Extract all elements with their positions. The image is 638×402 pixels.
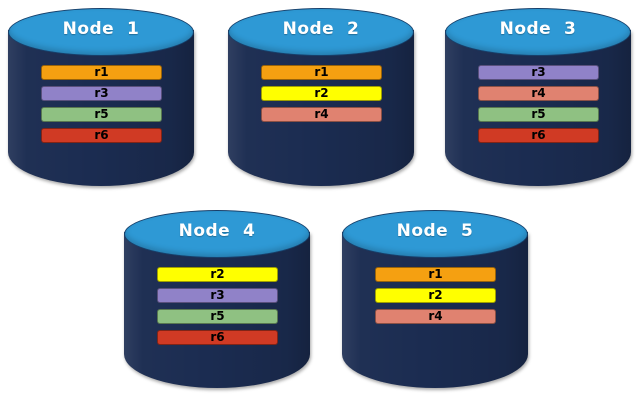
node-title: Node 1	[62, 19, 140, 39]
node-title: Node 5	[396, 221, 474, 241]
replica-bar[interactable]: r6	[157, 330, 278, 345]
database-node-cylinder[interactable]: Node 4 r2 r3 r5 r6	[124, 210, 310, 388]
database-node-cylinder[interactable]: Node 5 r1 r2 r4	[342, 210, 528, 388]
replica-bar[interactable]: r1	[261, 65, 382, 80]
replica-bar[interactable]: r5	[478, 107, 599, 122]
replica-bar[interactable]: r1	[41, 65, 162, 80]
replica-bar[interactable]: r5	[157, 309, 278, 324]
replica-list: r3 r4 r5 r6	[478, 65, 599, 143]
replica-bar[interactable]: r2	[261, 86, 382, 101]
replica-list: r1 r2 r4	[375, 267, 496, 324]
replica-bar[interactable]: r2	[375, 288, 496, 303]
replica-bar[interactable]: r3	[41, 86, 162, 101]
replica-bar[interactable]: r4	[375, 309, 496, 324]
replica-list: r1 r3 r5 r6	[41, 65, 162, 143]
replica-bar[interactable]: r6	[478, 128, 599, 143]
cylinder-top-ellipse	[445, 8, 631, 56]
replica-bar[interactable]: r6	[41, 128, 162, 143]
replica-bar[interactable]: r3	[157, 288, 278, 303]
replica-list: r2 r3 r5 r6	[157, 267, 278, 345]
replica-bar[interactable]: r3	[478, 65, 599, 80]
node-title: Node 3	[499, 19, 577, 39]
replica-bar[interactable]: r4	[478, 86, 599, 101]
cylinder-top-ellipse	[8, 8, 194, 56]
replica-bar[interactable]: r2	[157, 267, 278, 282]
cylinder-top-ellipse	[228, 8, 414, 56]
database-node-cylinder[interactable]: Node 2 r1 r2 r4	[228, 8, 414, 186]
database-node-cylinder[interactable]: Node 1 r1 r3 r5 r6	[8, 8, 194, 186]
replica-list: r1 r2 r4	[261, 65, 382, 122]
database-node-cylinder[interactable]: Node 3 r3 r4 r5 r6	[445, 8, 631, 186]
replica-bar[interactable]: r4	[261, 107, 382, 122]
node-title: Node 2	[282, 19, 360, 39]
node-title: Node 4	[178, 221, 256, 241]
replica-bar[interactable]: r5	[41, 107, 162, 122]
replica-bar[interactable]: r1	[375, 267, 496, 282]
cylinder-top-ellipse	[342, 210, 528, 258]
cylinder-top-ellipse	[124, 210, 310, 258]
